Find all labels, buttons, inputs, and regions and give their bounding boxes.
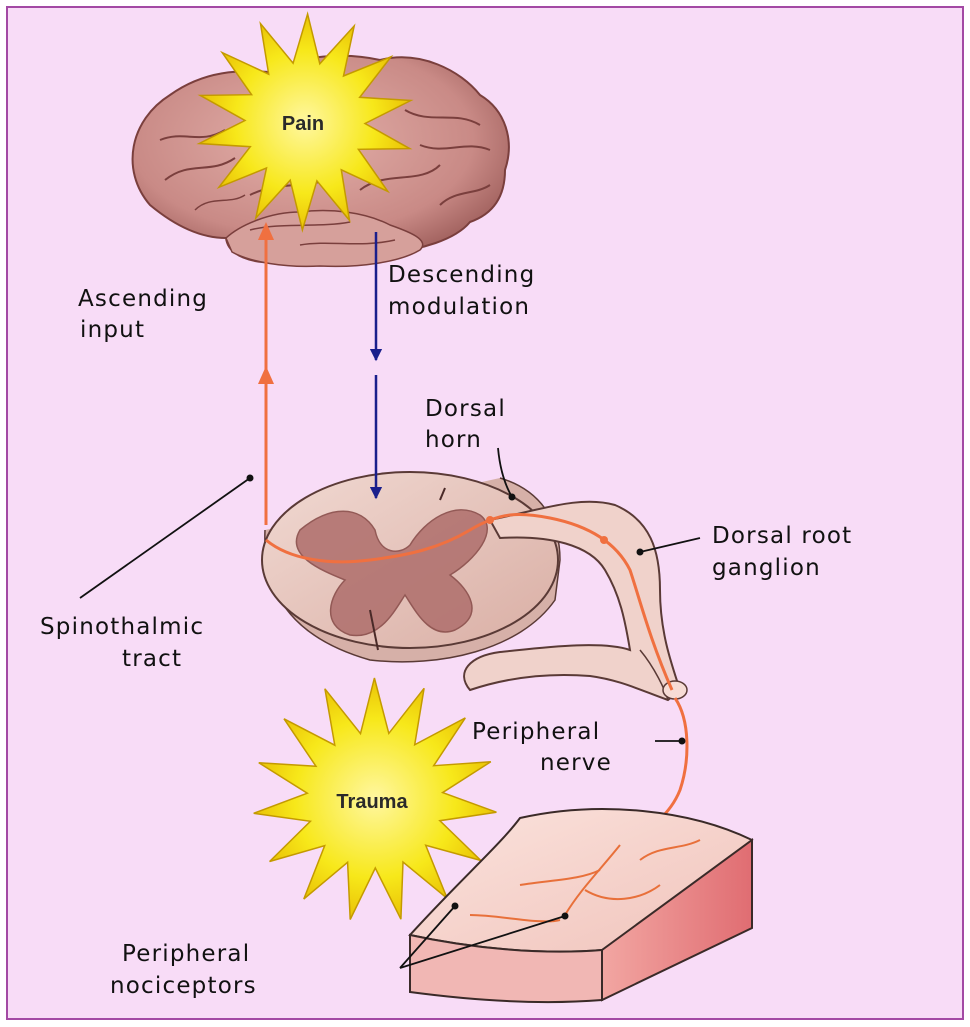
drg-label-line2: ganglion [712,555,821,581]
drg-label-line1: Dorsal root [712,523,852,549]
synapse-dot [486,516,494,524]
dorsal-horn-label-line1: Dorsal [425,396,506,422]
ascending-input-label-line2: input [80,317,145,343]
spinothalmic-leader [80,478,250,598]
spinothalmic-label-line2: tract [122,646,182,672]
spinothalmic-dot [247,475,254,482]
dorsal-horn-dot [509,494,516,501]
descending-modulation-label-line1: Descending [388,262,535,288]
peripheral-nerve-label-line2: nerve [540,750,612,776]
ascending-input-label-line1: Ascending [78,286,208,312]
pain-label: Pain [282,113,324,135]
ganglion-cell-dot [600,536,608,544]
dorsal-horn-label-line2: horn [425,427,482,453]
drg-dot [637,549,644,556]
trauma-label: Trauma [336,791,408,813]
peripheral-nerve-dot [679,738,686,745]
spinal-cord [262,472,687,700]
nociceptor-dot-1 [452,903,459,910]
descending-modulation-label-line2: modulation [388,294,530,320]
ascending-arrowhead-lower [258,366,274,384]
peripheral-nerve-label-line1: Peripheral [472,719,600,745]
spinothalmic-label-line1: Spinothalmic [40,614,204,640]
skin-block [410,809,752,1002]
nociceptors-label-line1: Peripheral [122,941,250,967]
nociceptors-label-line2: nociceptors [110,973,257,999]
nociceptor-dot-2 [562,913,569,920]
